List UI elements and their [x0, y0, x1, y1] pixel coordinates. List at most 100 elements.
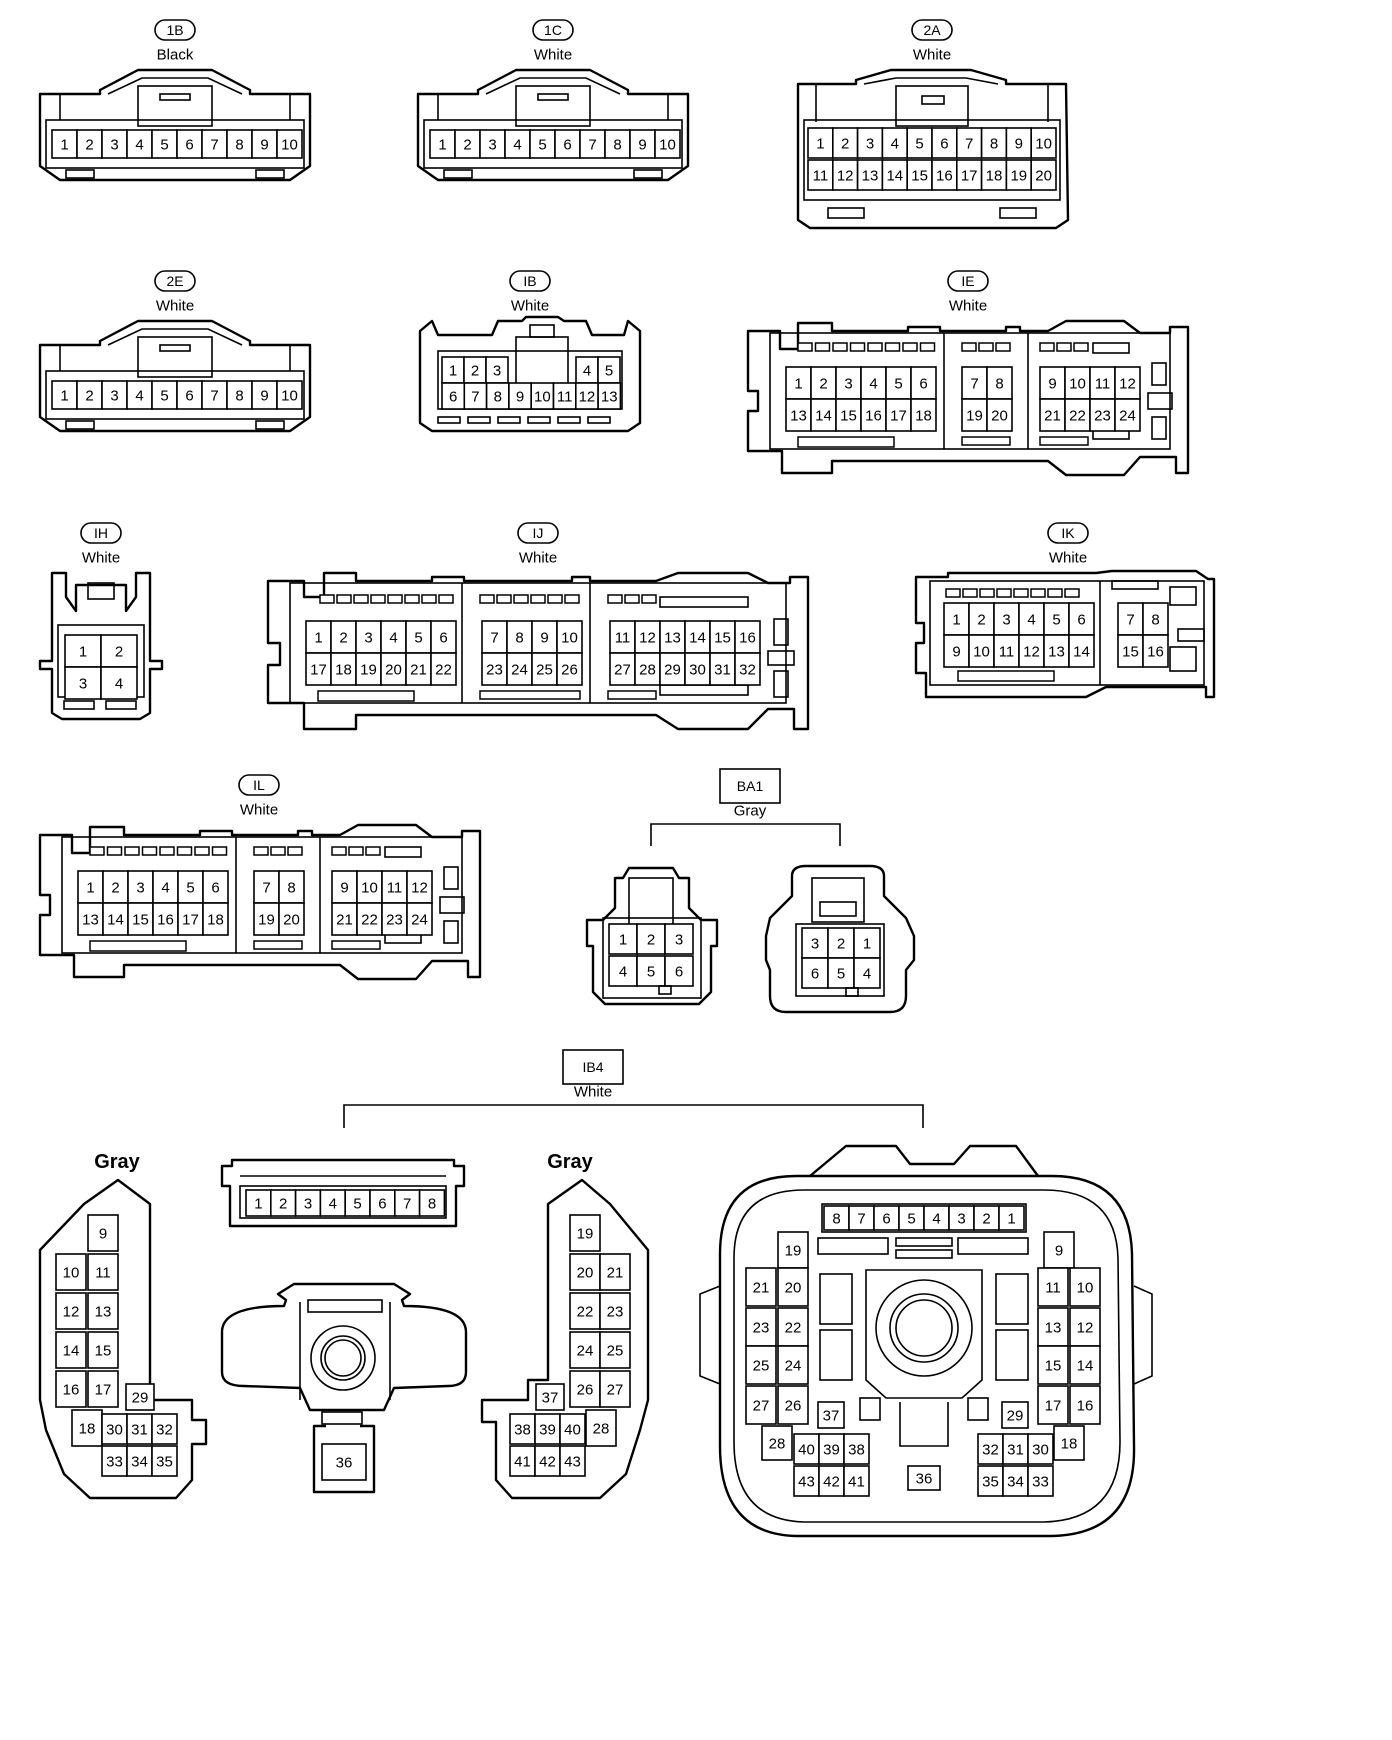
- pin-number: 3: [136, 880, 144, 897]
- pin-number: 16: [157, 912, 174, 929]
- pin-number: 7: [490, 630, 498, 647]
- pin-number: 6: [811, 966, 819, 983]
- pin-number: 12: [411, 880, 428, 897]
- pin-number: 4: [135, 388, 143, 405]
- pin-number: 9: [952, 644, 960, 661]
- pin-number: 15: [1122, 644, 1139, 661]
- pin-number: 10: [973, 644, 990, 661]
- pin-number: 23: [753, 1320, 770, 1337]
- pin-number: 16: [865, 408, 882, 425]
- pin-number: 13: [790, 408, 807, 425]
- pin-number: 9: [540, 630, 548, 647]
- pin-number: 6: [1077, 612, 1085, 629]
- pin-number: 8: [990, 136, 998, 153]
- pin-number: 4: [115, 676, 123, 693]
- pin-number: 16: [1077, 1398, 1094, 1415]
- pin-number: 2: [339, 630, 347, 647]
- pin-number: 1: [86, 880, 94, 897]
- pin-number: 8: [287, 880, 295, 897]
- pin-number: 41: [848, 1474, 865, 1491]
- pin-number: 3: [488, 137, 496, 154]
- pin-number: 16: [739, 630, 756, 647]
- connector-id: IB4: [582, 1059, 603, 1075]
- pin-number: 18: [79, 1421, 96, 1438]
- pin-number: 39: [539, 1422, 556, 1439]
- pin-number: 8: [613, 137, 621, 154]
- pin-number: 6: [449, 389, 457, 406]
- pin-number: 10: [561, 630, 578, 647]
- pin-number: 41: [514, 1454, 531, 1471]
- pin-number: 3: [866, 136, 874, 153]
- pin-number: 2: [471, 363, 479, 380]
- pin-number: 12: [1119, 376, 1136, 393]
- pin-number: 5: [353, 1196, 361, 1213]
- pin-number: 42: [823, 1474, 840, 1491]
- pin-number: 10: [1035, 136, 1052, 153]
- connector-id-tag: [154, 19, 196, 41]
- pin-number: 2: [463, 137, 471, 154]
- pin-number: 14: [1073, 644, 1090, 661]
- pin-number: 21: [607, 1265, 624, 1282]
- pin-number: 3: [1002, 612, 1010, 629]
- pin-number: 6: [882, 1211, 890, 1228]
- pin-number: 23: [486, 662, 503, 679]
- pin-number: 5: [186, 880, 194, 897]
- pin-number: 9: [638, 137, 646, 154]
- pin-number: 31: [131, 1422, 148, 1439]
- connector-id-tag: [238, 774, 280, 796]
- pin-number: 5: [160, 388, 168, 405]
- pin-number: 9: [340, 880, 348, 897]
- pin-number: 9: [516, 389, 524, 406]
- pin-number: 1: [438, 137, 446, 154]
- pin-number: 6: [439, 630, 447, 647]
- pin-number: 19: [1010, 168, 1027, 185]
- pin-number: 8: [428, 1196, 436, 1213]
- pin-number: 18: [207, 912, 224, 929]
- pin-number: 25: [753, 1358, 770, 1375]
- pin-number: 8: [235, 137, 243, 154]
- pin-number: 37: [823, 1408, 840, 1425]
- pin-number: 15: [1045, 1358, 1062, 1375]
- pin-number: 10: [1077, 1280, 1094, 1297]
- pin-number: 42: [539, 1454, 556, 1471]
- pin-number: 2: [85, 388, 93, 405]
- connector-color: White: [519, 550, 557, 567]
- pin-number: 12: [1077, 1320, 1094, 1337]
- pin-number: 1: [816, 136, 824, 153]
- pin-number: 6: [185, 388, 193, 405]
- pin-number: 37: [542, 1390, 559, 1407]
- pin-number: 27: [607, 1382, 624, 1399]
- pin-number: 2: [85, 137, 93, 154]
- connector-id-tag: [1047, 522, 1089, 544]
- pin-number: 22: [361, 912, 378, 929]
- pin-number: 43: [564, 1454, 581, 1471]
- connector-id: IB: [523, 273, 536, 289]
- pin-number: 30: [106, 1422, 123, 1439]
- connector-color: Gray: [734, 803, 767, 820]
- pin-number: 22: [1069, 408, 1086, 425]
- pin-number: 20: [385, 662, 402, 679]
- pin-number: 24: [577, 1343, 594, 1360]
- pin-number: 29: [132, 1390, 149, 1407]
- pin-number: 2: [977, 612, 985, 629]
- pin-number: 25: [536, 662, 553, 679]
- pin-number: 4: [863, 966, 871, 983]
- pin-number: 10: [63, 1265, 80, 1282]
- pin-number: 22: [435, 662, 452, 679]
- pin-number: 3: [304, 1196, 312, 1213]
- pin-number: 10: [281, 388, 298, 405]
- pin-number: 40: [564, 1422, 581, 1439]
- pin-number: 11: [1095, 376, 1111, 393]
- pin-number: 16: [1147, 644, 1164, 661]
- pin-number: 33: [1032, 1474, 1049, 1491]
- pin-number: 34: [1007, 1474, 1024, 1491]
- connector-id-tag: [911, 19, 953, 41]
- pin-number: 29: [1007, 1408, 1024, 1425]
- pin-number: 12: [63, 1304, 80, 1321]
- pin-number: 27: [614, 662, 631, 679]
- pin-number: 8: [235, 388, 243, 405]
- pin-number: 5: [915, 136, 923, 153]
